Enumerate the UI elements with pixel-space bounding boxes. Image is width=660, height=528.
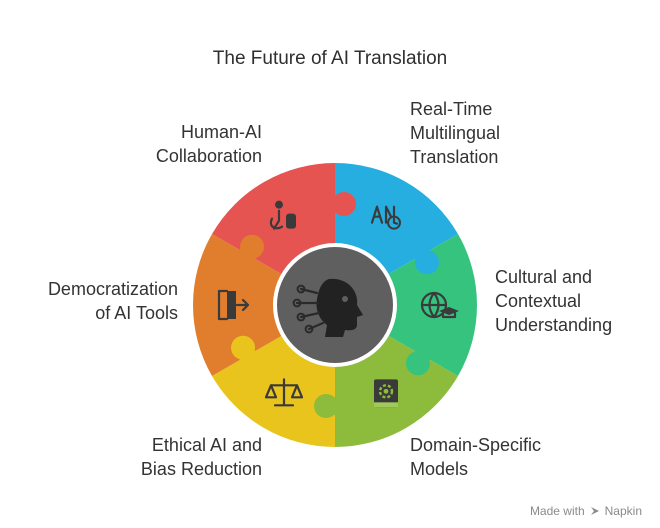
puzzle-knob	[414, 250, 439, 275]
puzzle-knob	[405, 351, 430, 376]
puzzle-knob	[231, 335, 256, 360]
person-robot-icon	[269, 200, 296, 230]
puzzle-knob	[240, 234, 265, 259]
gear-book-icon	[374, 379, 398, 408]
door-exit-icon	[217, 289, 250, 321]
diagram-title: The Future of AI Translation	[212, 48, 448, 69]
globe-graduation-cap-icon	[420, 291, 459, 319]
napkin-logo-icon	[590, 507, 599, 515]
napkin-credit: Made with Napkin	[529, 504, 642, 518]
puzzle-knob	[314, 394, 338, 418]
balance-scale-icon	[264, 378, 304, 407]
language-clock-icon	[370, 205, 401, 230]
puzzle-knob	[332, 192, 356, 216]
ai-head-circuit-icon	[292, 278, 363, 337]
